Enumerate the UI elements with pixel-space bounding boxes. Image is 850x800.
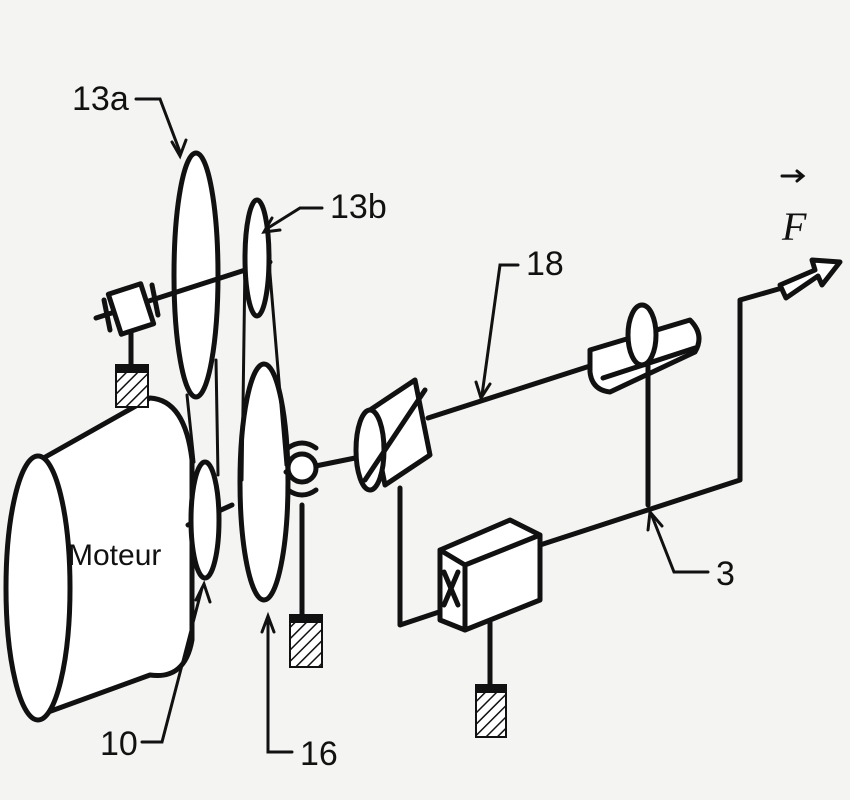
leader-3 bbox=[646, 508, 710, 574]
coupling-block bbox=[353, 377, 433, 493]
output-link bbox=[537, 285, 785, 548]
bearing-upper bbox=[101, 281, 161, 408]
motor: Moteur bbox=[3, 395, 195, 723]
leader-13a bbox=[134, 97, 188, 160]
force-arrow bbox=[777, 257, 843, 301]
motor-label: Moteur bbox=[68, 539, 161, 572]
force-vector-head bbox=[795, 169, 806, 183]
label-13a: 13a bbox=[72, 80, 129, 118]
label-3: 3 bbox=[716, 555, 735, 593]
force-label: F bbox=[781, 204, 807, 249]
belt-left-b bbox=[214, 358, 220, 477]
belt-right-a bbox=[240, 260, 247, 482]
pulley-13b bbox=[242, 197, 272, 319]
lower-link bbox=[397, 485, 448, 628]
label-13b: 13b bbox=[330, 188, 387, 226]
leader-10 bbox=[140, 580, 212, 744]
bearing-lower bbox=[285, 440, 323, 668]
pulley-13a bbox=[171, 150, 221, 400]
label-10: 10 bbox=[100, 725, 138, 763]
pulley-10 bbox=[188, 459, 222, 581]
roller-nut bbox=[587, 302, 702, 395]
belt-left-a bbox=[185, 393, 196, 464]
belt-right-b bbox=[267, 260, 288, 467]
label-18: 18 bbox=[526, 245, 564, 283]
leader-13b bbox=[261, 206, 324, 234]
leader-18 bbox=[474, 263, 520, 402]
leader-16 bbox=[260, 611, 294, 754]
label-16: 16 bbox=[300, 735, 338, 773]
controller-box bbox=[437, 517, 543, 738]
pulley-16 bbox=[237, 361, 291, 603]
